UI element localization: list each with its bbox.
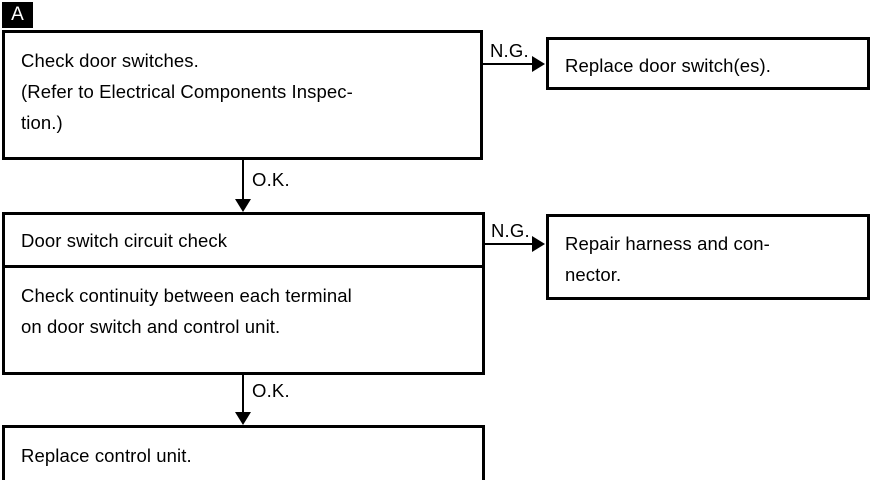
connector-label-ok-switches: O.K.: [252, 169, 290, 190]
box-repair-harness-connector-text: Repair harness and con- nector.: [565, 233, 770, 285]
connector-label-ng-circuit: N.G.: [491, 220, 530, 241]
connector-ok-circuit-arrowhead: [235, 412, 251, 425]
connector-ng-circuit-arrowhead: [532, 236, 545, 252]
box-door-switch-circuit-check: Door switch circuit check Check continui…: [2, 212, 485, 375]
box-door-switch-circuit-check-header-text: Door switch circuit check: [21, 230, 228, 251]
connector-ng-switches-arrowhead: [532, 56, 545, 72]
connector-ok-switches-line: [242, 160, 244, 202]
box-repair-harness-connector: Repair harness and con- nector.: [546, 214, 870, 300]
connector-ng-switches-line: [483, 63, 533, 65]
connector-label-ng-switches: N.G.: [490, 40, 529, 61]
box-door-switch-circuit-check-header: Door switch circuit check: [5, 215, 482, 268]
connector-ok-circuit-line: [242, 375, 244, 415]
box-replace-door-switch: Replace door switch(es).: [546, 37, 870, 90]
box-check-door-switches-text: Check door switches. (Refer to Electrica…: [21, 50, 353, 133]
box-replace-control-unit: Replace control unit.: [2, 425, 485, 480]
box-replace-control-unit-text: Replace control unit.: [21, 445, 192, 466]
section-badge-a: A: [2, 2, 33, 28]
box-door-switch-circuit-check-body-text: Check continuity between each terminal o…: [21, 285, 352, 337]
box-replace-door-switch-text: Replace door switch(es).: [565, 55, 771, 76]
box-door-switch-circuit-check-body: Check continuity between each terminal o…: [5, 268, 482, 342]
connector-ng-circuit-line: [485, 243, 533, 245]
box-check-door-switches: Check door switches. (Refer to Electrica…: [2, 30, 483, 160]
connector-ok-switches-arrowhead: [235, 199, 251, 212]
connector-label-ok-circuit: O.K.: [252, 380, 290, 401]
